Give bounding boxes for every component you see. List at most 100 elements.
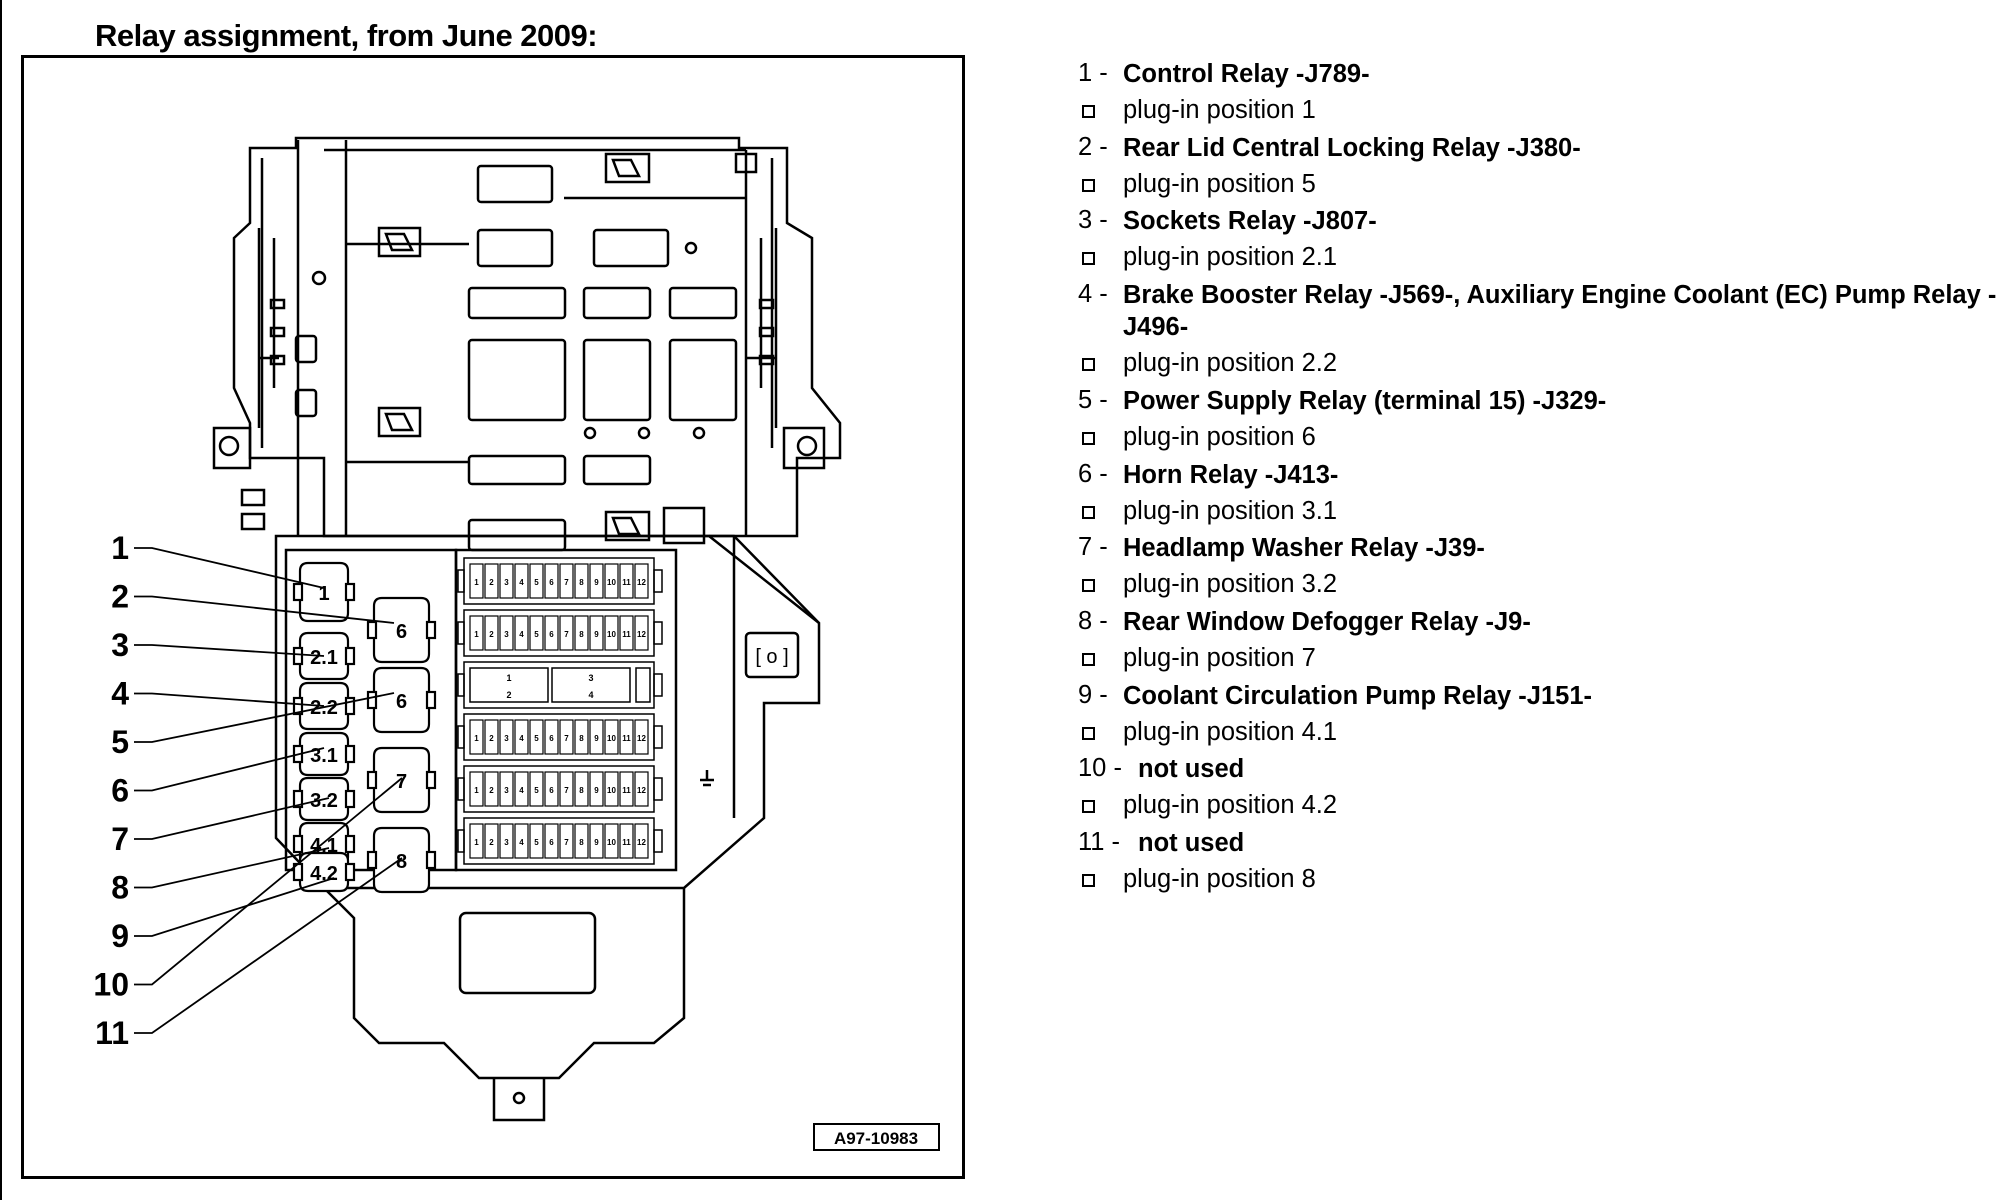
fuse-number: 8 <box>579 734 584 743</box>
bullet-square-icon <box>1082 800 1095 814</box>
fuse-number: 6 <box>549 786 554 795</box>
fuse-number: 9 <box>594 578 599 587</box>
fuse-number: 3 <box>504 734 509 743</box>
fuse-number: 12 <box>637 734 646 743</box>
upper-slot <box>476 228 554 268</box>
legend-position: plug-in position 2.2 <box>1078 345 1998 382</box>
small-hole <box>684 241 698 255</box>
legend-item: 7 -Headlamp Washer Relay -J39- <box>1078 529 1998 566</box>
fuse-number: 10 <box>607 734 616 743</box>
bullet-square-icon <box>1082 505 1095 519</box>
clip-left <box>294 334 318 364</box>
figure-code-box <box>813 1123 940 1151</box>
housing-inner-frame <box>260 140 774 536</box>
fuse-number: 11 <box>622 786 631 795</box>
callout: 8 <box>111 847 330 906</box>
right-top-tab <box>734 152 758 174</box>
housing-upper-outline <box>232 136 842 538</box>
bullet-square-icon <box>1082 579 1095 593</box>
fuse-number: 10 <box>607 838 616 847</box>
legend-component-name: Power Supply Relay (terminal 15) -J329- <box>1123 386 1607 415</box>
fuse-number: 1 <box>474 838 479 847</box>
socket-label: 6 <box>396 691 407 713</box>
fuse-number: 2 <box>489 734 494 743</box>
fuse-number: 11 <box>622 838 631 847</box>
fuse-number: 2 <box>489 630 494 639</box>
callout: 4 <box>111 676 325 712</box>
fuse-number: 3 <box>588 673 593 683</box>
legend-position: plug-in position 4.1 <box>1078 714 1998 751</box>
legend-item: 11 -not used <box>1078 824 1998 861</box>
legend-component-name: Headlamp Washer Relay -J39- <box>1123 534 1485 563</box>
latch-hook <box>377 406 422 438</box>
left-connector <box>240 488 266 507</box>
latch-hook <box>604 152 651 184</box>
fuse-number: 7 <box>564 786 569 795</box>
mount-hole-large <box>218 435 240 457</box>
bullet-square-icon <box>1082 358 1095 372</box>
fuse-number: 2 <box>506 690 511 700</box>
legend-item: 2 - Rear Lid Central Locking Relay -J380- <box>1078 129 1998 166</box>
relay-socket: 6 <box>366 596 437 664</box>
socket-label: 7 <box>396 771 407 793</box>
upper-slot <box>668 338 738 422</box>
fuse-number: 10 <box>607 578 616 587</box>
legend-item: 9 -Coolant Circulation Pump Relay -J151- <box>1078 677 1998 714</box>
relay-socket: 2.1 <box>292 631 356 681</box>
callout-number: 3 <box>111 627 129 663</box>
fuse-number: 6 <box>549 630 554 639</box>
page-heading: Relay assignment, from June 2009: <box>95 18 598 53</box>
fuse-number: 7 <box>564 734 569 743</box>
relay-socket: 7 <box>366 746 437 814</box>
fuse-number: 1 <box>474 734 479 743</box>
right-rail-slot <box>758 298 775 310</box>
bullet-square-icon <box>1082 874 1095 888</box>
legend-list: 1 -Control Relay -J789-plug-in position … <box>1078 55 1998 898</box>
fuse-number: 2 <box>489 838 494 847</box>
lower-skirt <box>323 887 686 1080</box>
fuse-number: 9 <box>594 734 599 743</box>
plug-in-position-text: plug-in position 6 <box>1123 422 1316 451</box>
fuse-number: 12 <box>637 838 646 847</box>
bullet-square-icon <box>1082 178 1095 192</box>
callout-number: 9 <box>111 918 129 954</box>
legend-component-name: not used <box>1138 755 1245 784</box>
fuse-number: 6 <box>549 838 554 847</box>
legend-component-name: not used <box>1138 829 1245 858</box>
fuse-number: 11 <box>622 578 631 587</box>
socket-label: 2.1 <box>310 647 338 669</box>
upper-slot <box>476 164 554 204</box>
legend-number: 6 - <box>1078 459 1108 488</box>
legend-position: plug-in position 7 <box>1078 640 1998 677</box>
fuse-block <box>454 548 678 872</box>
callout-number: 11 <box>95 1015 129 1051</box>
callout: 11 <box>95 857 403 1051</box>
left-ear <box>212 426 252 470</box>
callout-number: 2 <box>111 579 129 615</box>
left-rail-slot <box>269 298 286 310</box>
legend-item: 6 -Horn Relay -J413- <box>1078 456 1998 493</box>
legend-component-name: Coolant Circulation Pump Relay -J151- <box>1123 681 1593 710</box>
bullet-square-icon <box>1082 431 1095 445</box>
latch-hook <box>604 510 651 542</box>
legend-position: plug-in position 3.1 <box>1078 493 1998 530</box>
socket-label: 8 <box>396 851 407 873</box>
bullet-square-icon <box>1082 252 1095 266</box>
mount-hole <box>311 270 327 286</box>
fuse-number: 8 <box>579 630 584 639</box>
plug-in-position-text: plug-in position 2.2 <box>1123 349 1338 378</box>
plug-in-position-text: plug-in position 7 <box>1123 643 1316 672</box>
legend-item: 5 -Power Supply Relay (terminal 15) -J32… <box>1078 382 1998 419</box>
right-rail-slot <box>758 354 775 366</box>
legend-component-name: Rear Lid Central Locking Relay -J380- <box>1123 133 1581 162</box>
fuse-number: 4 <box>519 630 524 639</box>
legend-number: 4 - <box>1078 280 1108 309</box>
legend-number: 2 - <box>1078 132 1108 161</box>
fuse-number: 4 <box>588 690 593 700</box>
fuse-number: 6 <box>549 734 554 743</box>
fuse-number: 3 <box>504 578 509 587</box>
